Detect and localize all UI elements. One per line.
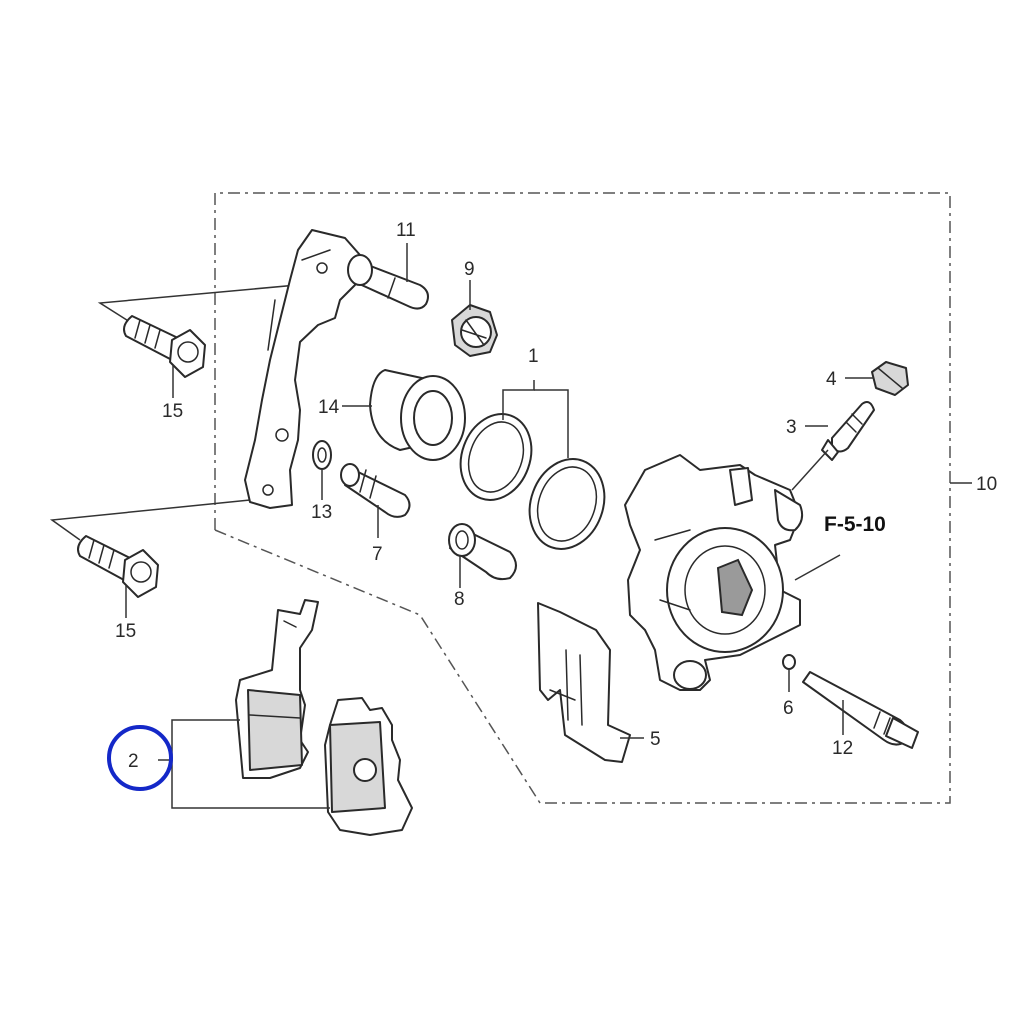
cap-9 bbox=[451, 304, 498, 357]
caliper-body bbox=[624, 454, 804, 691]
callout-8: 8 bbox=[454, 589, 465, 610]
washer-6 bbox=[782, 654, 796, 670]
pin-bolt-11 bbox=[347, 254, 429, 310]
leader-lines bbox=[125, 243, 972, 809]
callout-labels: 1 2 3 4 5 6 7 8 9 10 11 12 13 14 15 15 F… bbox=[115, 220, 997, 772]
assembly-boundary bbox=[214, 192, 951, 804]
piston-14 bbox=[369, 369, 466, 461]
callout-15-upper: 15 bbox=[162, 401, 183, 422]
callout-15-lower: 15 bbox=[115, 621, 136, 642]
callout-3: 3 bbox=[786, 417, 797, 438]
slide-pin-8 bbox=[448, 523, 517, 581]
callout-5: 5 bbox=[650, 729, 661, 750]
callout-7: 7 bbox=[372, 544, 383, 565]
caliper-bracket bbox=[244, 229, 361, 509]
bolt-15-lower bbox=[77, 535, 159, 598]
projection-lines bbox=[49, 281, 331, 541]
callout-4: 4 bbox=[826, 369, 837, 390]
clip-13 bbox=[312, 440, 332, 470]
highlight-circle bbox=[107, 725, 173, 791]
callout-11: 11 bbox=[396, 220, 416, 241]
brake-pads-2 bbox=[235, 599, 413, 836]
callout-13: 13 bbox=[311, 502, 332, 523]
bleeder-cap-4 bbox=[871, 361, 909, 396]
callout-9: 9 bbox=[464, 259, 475, 280]
callout-6: 6 bbox=[783, 698, 794, 719]
callout-1: 1 bbox=[528, 346, 539, 367]
bolt-15-upper bbox=[123, 315, 206, 378]
pad-spring-5 bbox=[537, 602, 631, 763]
callout-2: 2 bbox=[128, 751, 139, 772]
pin-12 bbox=[802, 671, 919, 749]
reference-label: F-5-10 bbox=[824, 513, 886, 536]
callout-12: 12 bbox=[832, 738, 853, 759]
slide-pin-7 bbox=[340, 463, 411, 518]
seals-1 bbox=[459, 413, 606, 550]
callout-14: 14 bbox=[318, 397, 340, 418]
callout-10: 10 bbox=[976, 474, 997, 495]
bleeder-screw-3 bbox=[821, 401, 875, 461]
